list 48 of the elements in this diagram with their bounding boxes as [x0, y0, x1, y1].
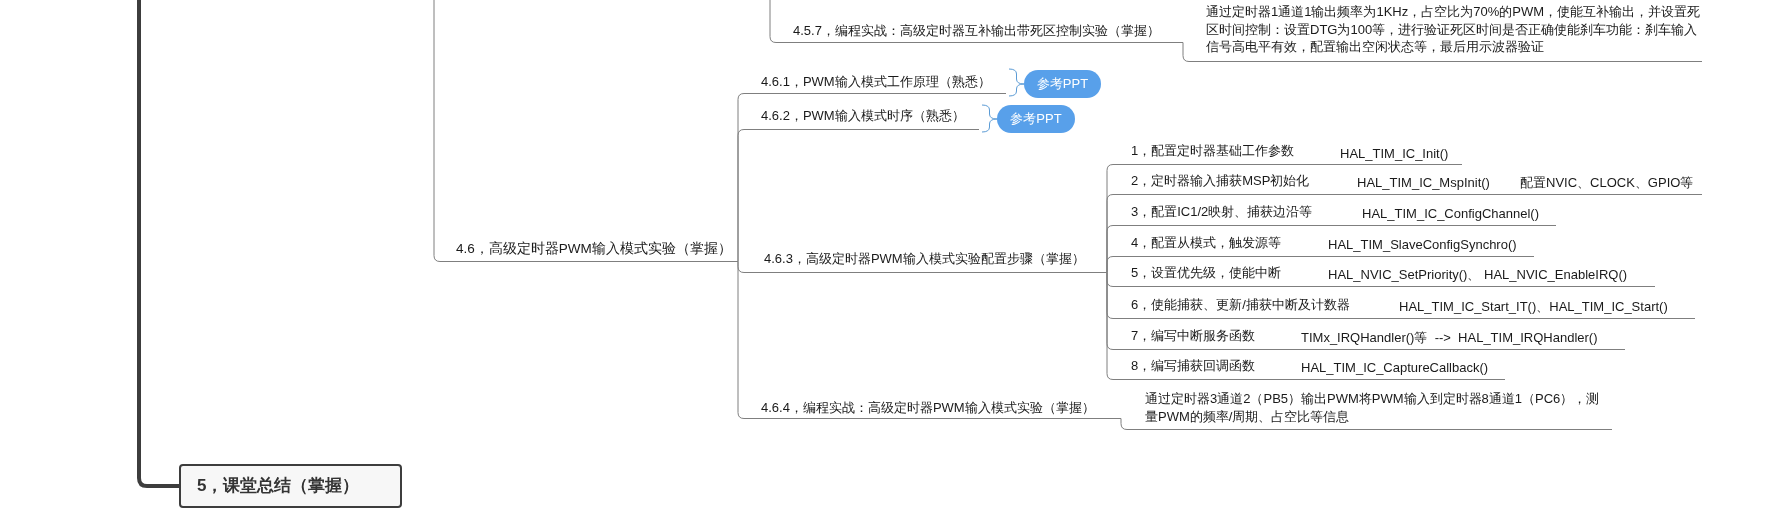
- connector-line: [1507, 194, 1513, 195]
- underlined-topic: 配置NVIC、CLOCK、GPIO等: [1512, 169, 1702, 195]
- underlined-topic: 1，配置定时器基础工作参数: [1115, 139, 1312, 165]
- pill-tag: 参考PPT: [997, 105, 1075, 133]
- underlined-topic: 4.5.7，编程实战：高级定时器互补输出带死区控制实验（掌握）: [776, 17, 1183, 43]
- connector-line: [433, 0, 441, 262]
- underlined-topic: HAL_NVIC_SetPriority()、 HAL_NVIC_EnableIRQ(): [1316, 261, 1655, 287]
- underlined-topic: 4，配置从模式，触发源等: [1115, 231, 1300, 257]
- underlined-topic: 7，编写中断服务函数: [1115, 324, 1275, 350]
- underlined-topic: HAL_TIM_SlaveConfigSynchro(): [1316, 231, 1534, 257]
- underlined-topic: 8，编写捕获回调函数: [1115, 354, 1275, 380]
- connector-line: [737, 261, 747, 419]
- underlined-topic: HAL_TIM_IC_CaptureCallback(): [1289, 354, 1505, 380]
- connector-line: [1333, 194, 1347, 195]
- underlined-topic: 4.6.1，PWM输入模式工作原理（熟悉）: [746, 68, 1006, 94]
- underlined-topic: 4.6.2，PWM输入模式时序（熟悉）: [746, 104, 979, 130]
- underlined-topic: 6，使能捕获、更新/捕获中断及计数器: [1115, 293, 1375, 319]
- connector-line: [1374, 318, 1388, 319]
- connector-line: [1274, 379, 1290, 380]
- underlined-topic: HAL_TIM_IC_MspInit(): [1346, 169, 1508, 195]
- connector-line: [1299, 256, 1317, 257]
- brace-connector: [1008, 68, 1025, 97]
- connector-line: [1106, 256, 1116, 273]
- connector-line: [1120, 418, 1130, 430]
- pill-tag: 参考PPT: [1024, 70, 1101, 98]
- underlined-topic: 4.6，高级定时器PWM输入模式实验（掌握）: [440, 236, 738, 262]
- connector-line: [1299, 286, 1317, 287]
- connector-line: [1106, 272, 1116, 380]
- underlined-topic: HAL_TIM_IC_Start_IT()、HAL_TIM_IC_Start(): [1387, 293, 1695, 319]
- connector-line: [1333, 225, 1351, 226]
- underlined-topic: 4.6.4，编程实战：高级定时器PWM输入模式实验（掌握）: [746, 393, 1121, 419]
- topic-box: 5，课堂总结（掌握）: [179, 464, 402, 508]
- connector-line: [1311, 164, 1327, 165]
- underlined-topic: 2，定时器输入捕获MSP初始化: [1115, 169, 1334, 195]
- underlined-topic: 4.6.3，高级定时器PWM输入模式实验配置步骤（掌握）: [746, 247, 1107, 273]
- connector-line: [137, 0, 179, 488]
- underlined-topic: 通过定时器1通道1输出频率为1KHz，占空比为70%的PWM，使能互补输出，并设置死区时间控制：设置DTG为100等，进行验证死区时间是否正确使能刹车功能：刹车输入信号高电平有效，配置输出空闲状态等，最后用示波器验证: [1189, 1, 1702, 62]
- brace-connector: [981, 104, 998, 133]
- connector-line: [737, 129, 747, 262]
- connector-line: [769, 0, 777, 43]
- underlined-topic: HAL_TIM_IC_Init(): [1326, 139, 1462, 165]
- underlined-topic: 5，设置优先级，使能中断: [1115, 261, 1300, 287]
- connector-line: [1274, 349, 1290, 350]
- underlined-topic: TIMx_IRQHandler()等 --> HAL_TIM_IRQHandler(): [1289, 324, 1625, 350]
- underlined-topic: 通过定时器3通道2（PB5）输出PWM将PWM输入到定时器8通道1（PC6），测量PWM的频率/周期、占空比等信息: [1129, 388, 1612, 430]
- underlined-topic: HAL_TIM_IC_ConfigChannel(): [1350, 200, 1556, 226]
- connector-line: [1182, 42, 1190, 62]
- underlined-topic: 3，配置IC1/2映射、捕获边沿等: [1115, 200, 1334, 226]
